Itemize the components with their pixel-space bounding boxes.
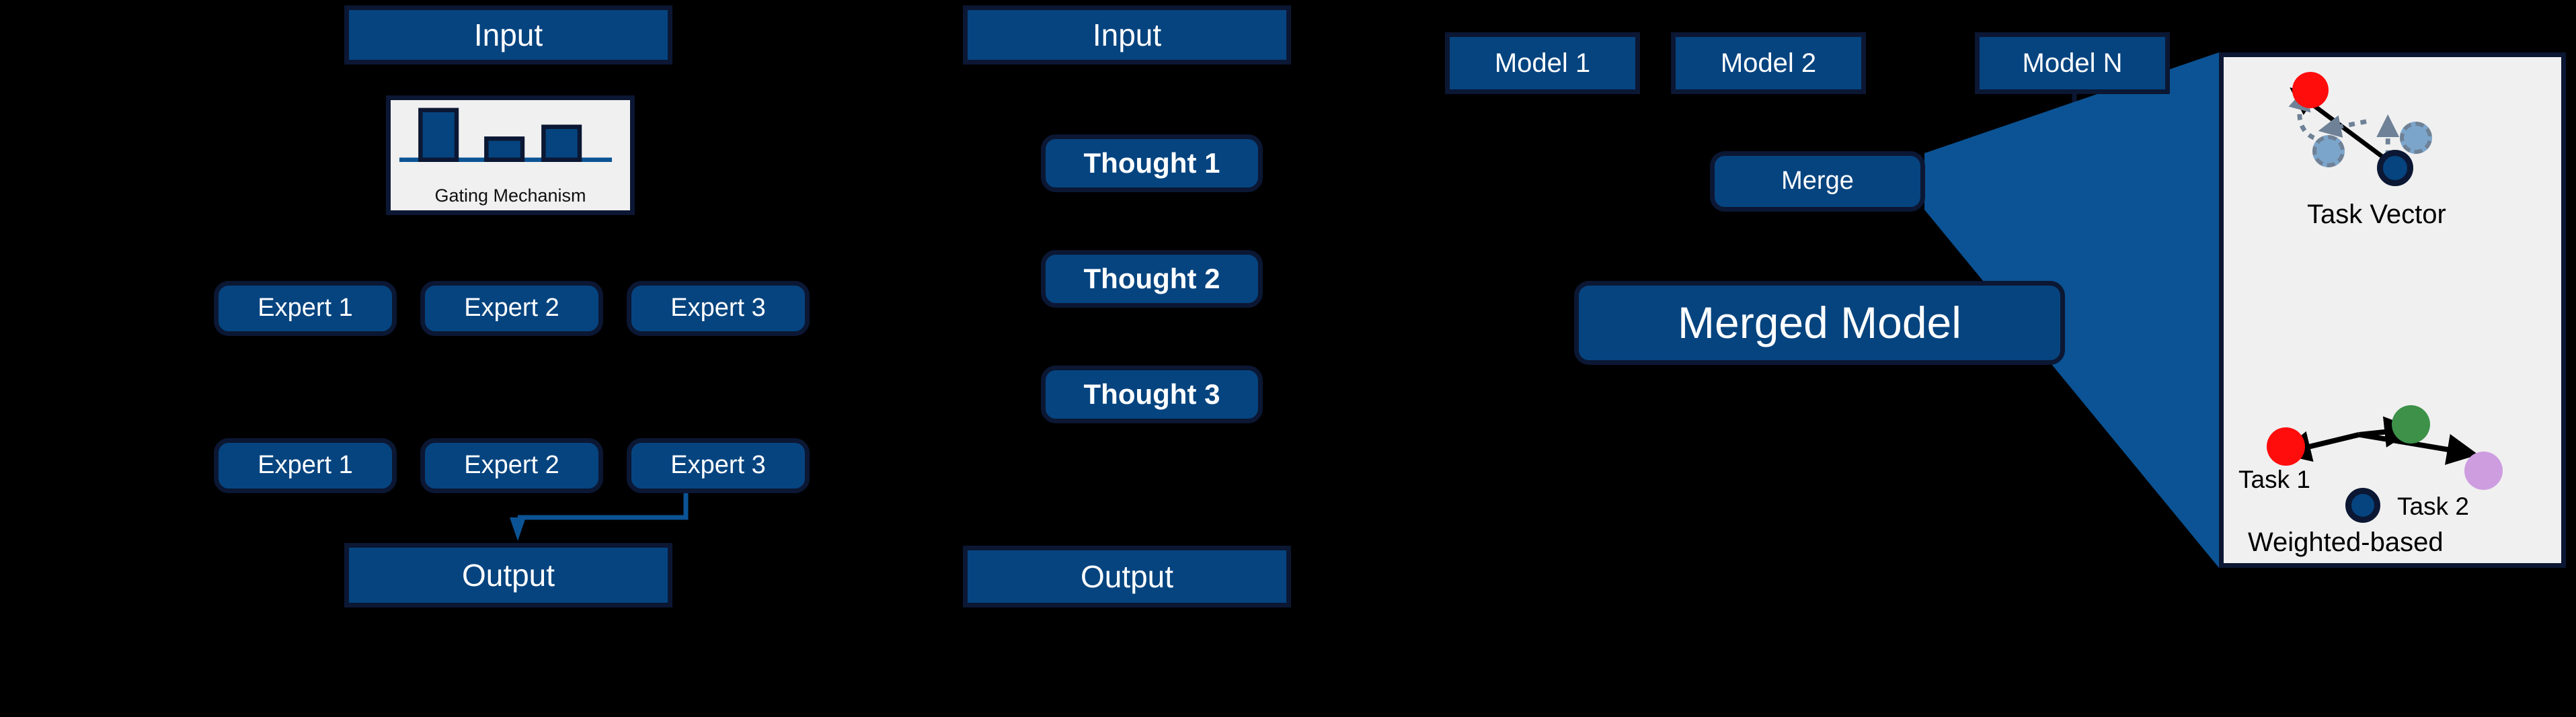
thought-box-2[interactable]: Thought 2 bbox=[1041, 250, 1263, 308]
gating-bar-chart bbox=[399, 108, 613, 162]
task-vector-steel-dot-2 bbox=[2400, 122, 2432, 154]
task-vector-navy-dot bbox=[2377, 150, 2413, 186]
model-box-1[interactable]: Model 1 bbox=[1445, 32, 1640, 94]
thought-box-3[interactable]: Thought 3 bbox=[1041, 366, 1263, 423]
expert-box-r1-3[interactable]: Expert 3 bbox=[627, 281, 810, 336]
moe-input-box[interactable]: Input bbox=[344, 5, 672, 65]
cot-input-box[interactable]: Input bbox=[963, 5, 1291, 65]
task-vector-caption: Task Vector bbox=[2307, 200, 2446, 229]
gating-mechanism-label: Gating Mechanism bbox=[434, 185, 586, 206]
gating-mechanism-card[interactable]: Gating Mechanism bbox=[386, 95, 635, 215]
weighted-navy-hub-dot bbox=[2345, 488, 2380, 523]
expert-box-r1-2[interactable]: Expert 2 bbox=[420, 281, 603, 336]
merge-box[interactable]: Merge bbox=[1710, 151, 1925, 212]
expert-box-r2-2[interactable]: Expert 2 bbox=[420, 438, 603, 493]
expert-box-r2-3[interactable]: Expert 3 bbox=[627, 438, 810, 493]
weighted-task1-label: Task 1 bbox=[2238, 466, 2310, 493]
model-box-2[interactable]: Model 2 bbox=[1671, 32, 1866, 94]
weighted-purple-dot bbox=[2464, 452, 2503, 490]
task-vector-red-dot bbox=[2292, 72, 2329, 108]
modeln-merge-connector bbox=[1924, 94, 2077, 192]
gating-bar-3 bbox=[541, 124, 582, 162]
weighted-arrows bbox=[2279, 416, 2479, 465]
merge-detail-panel[interactable]: Task Vector Task 1 Task 2 Weighted-based bbox=[2219, 52, 2566, 568]
merged-model-box[interactable]: Merged Model bbox=[1574, 281, 2065, 365]
weighted-caption: Weighted-based bbox=[2248, 528, 2444, 557]
weighted-red-dot bbox=[2267, 427, 2305, 466]
cot-output-box[interactable]: Output bbox=[963, 546, 1291, 607]
moe-output-box[interactable]: Output bbox=[344, 543, 672, 607]
weighted-task2-label: Task 2 bbox=[2397, 493, 2469, 520]
gating-bar-2 bbox=[484, 136, 525, 162]
gating-bar-1 bbox=[418, 108, 459, 162]
expert-box-r2-1[interactable]: Expert 1 bbox=[214, 438, 397, 493]
weighted-green-dot bbox=[2392, 405, 2430, 444]
thought-box-1[interactable]: Thought 1 bbox=[1041, 134, 1263, 192]
model-box-n[interactable]: Model N bbox=[1975, 32, 2170, 94]
task-vector-steel-dot-1 bbox=[2312, 135, 2345, 167]
moe-output-connector bbox=[510, 489, 689, 541]
expert-box-r1-1[interactable]: Expert 1 bbox=[214, 281, 397, 336]
